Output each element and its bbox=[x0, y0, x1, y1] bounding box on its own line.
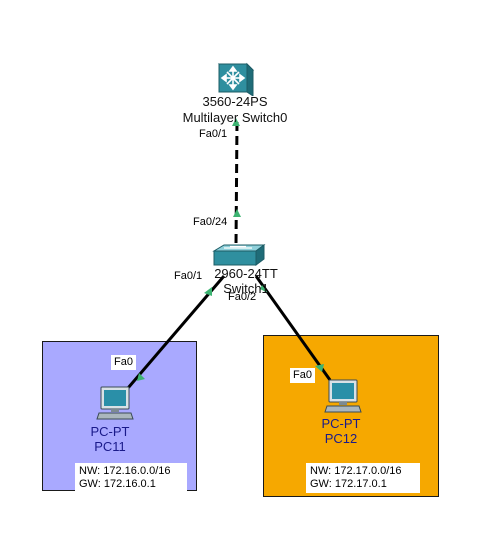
pc11-name: PC11 bbox=[94, 439, 126, 454]
link-status-sw-fa0-1 bbox=[204, 287, 212, 296]
port-label-sw-fa0-2: Fa0/2 bbox=[228, 291, 257, 303]
pc12-model: PC-PT bbox=[321, 416, 361, 431]
switch-icon[interactable] bbox=[212, 243, 266, 269]
network-info-left: NW: 172.16.0.0/16 GW: 172.16.0.1 bbox=[75, 463, 187, 493]
link-switch-pc11[interactable] bbox=[126, 275, 226, 389]
link-mls-switch[interactable] bbox=[234, 121, 239, 246]
network-info-right: NW: 172.17.0.0/16 GW: 172.17.0.1 bbox=[306, 463, 420, 493]
multilayer-switch-model: 3560-24PS bbox=[202, 94, 268, 109]
gateway-address-right: GW: 172.17.0.1 bbox=[310, 478, 387, 490]
pc12-name: PC12 bbox=[324, 431, 358, 446]
pc12-computer-icon[interactable] bbox=[323, 378, 363, 414]
link-status-sw-fa0-24 bbox=[233, 209, 241, 217]
port-label-pc12-fa0: Fa0 bbox=[290, 368, 315, 383]
pc11-computer-icon[interactable] bbox=[95, 385, 135, 421]
port-label-pc11-fa0: Fa0 bbox=[111, 355, 136, 370]
link-status-pc11-fa0 bbox=[137, 373, 145, 381]
link-status-pc12-fa0 bbox=[315, 364, 324, 372]
multilayer-switch-icon[interactable] bbox=[215, 60, 255, 96]
multilayer-switch-name: Multilayer Switch0 bbox=[182, 110, 288, 125]
switch-name: Switch1 bbox=[223, 281, 269, 296]
port-label-sw-fa0-24: Fa0/24 bbox=[193, 216, 228, 228]
pc11-model: PC-PT bbox=[90, 424, 130, 439]
link-switch-pc12[interactable] bbox=[254, 275, 332, 381]
gateway-address-left: GW: 172.16.0.1 bbox=[79, 478, 156, 490]
link-status-sw-fa0-2 bbox=[260, 285, 268, 293]
port-label-mls-fa0-1: Fa0/1 bbox=[199, 128, 228, 140]
switch-model: 2960-24TT bbox=[214, 266, 278, 281]
link-status-mls-fa0-1 bbox=[232, 118, 240, 126]
network-address-left: NW: 172.16.0.0/16 bbox=[79, 465, 171, 477]
network-address-right: NW: 172.17.0.0/16 bbox=[310, 465, 402, 477]
port-label-sw-fa0-1: Fa0/1 bbox=[174, 270, 203, 282]
